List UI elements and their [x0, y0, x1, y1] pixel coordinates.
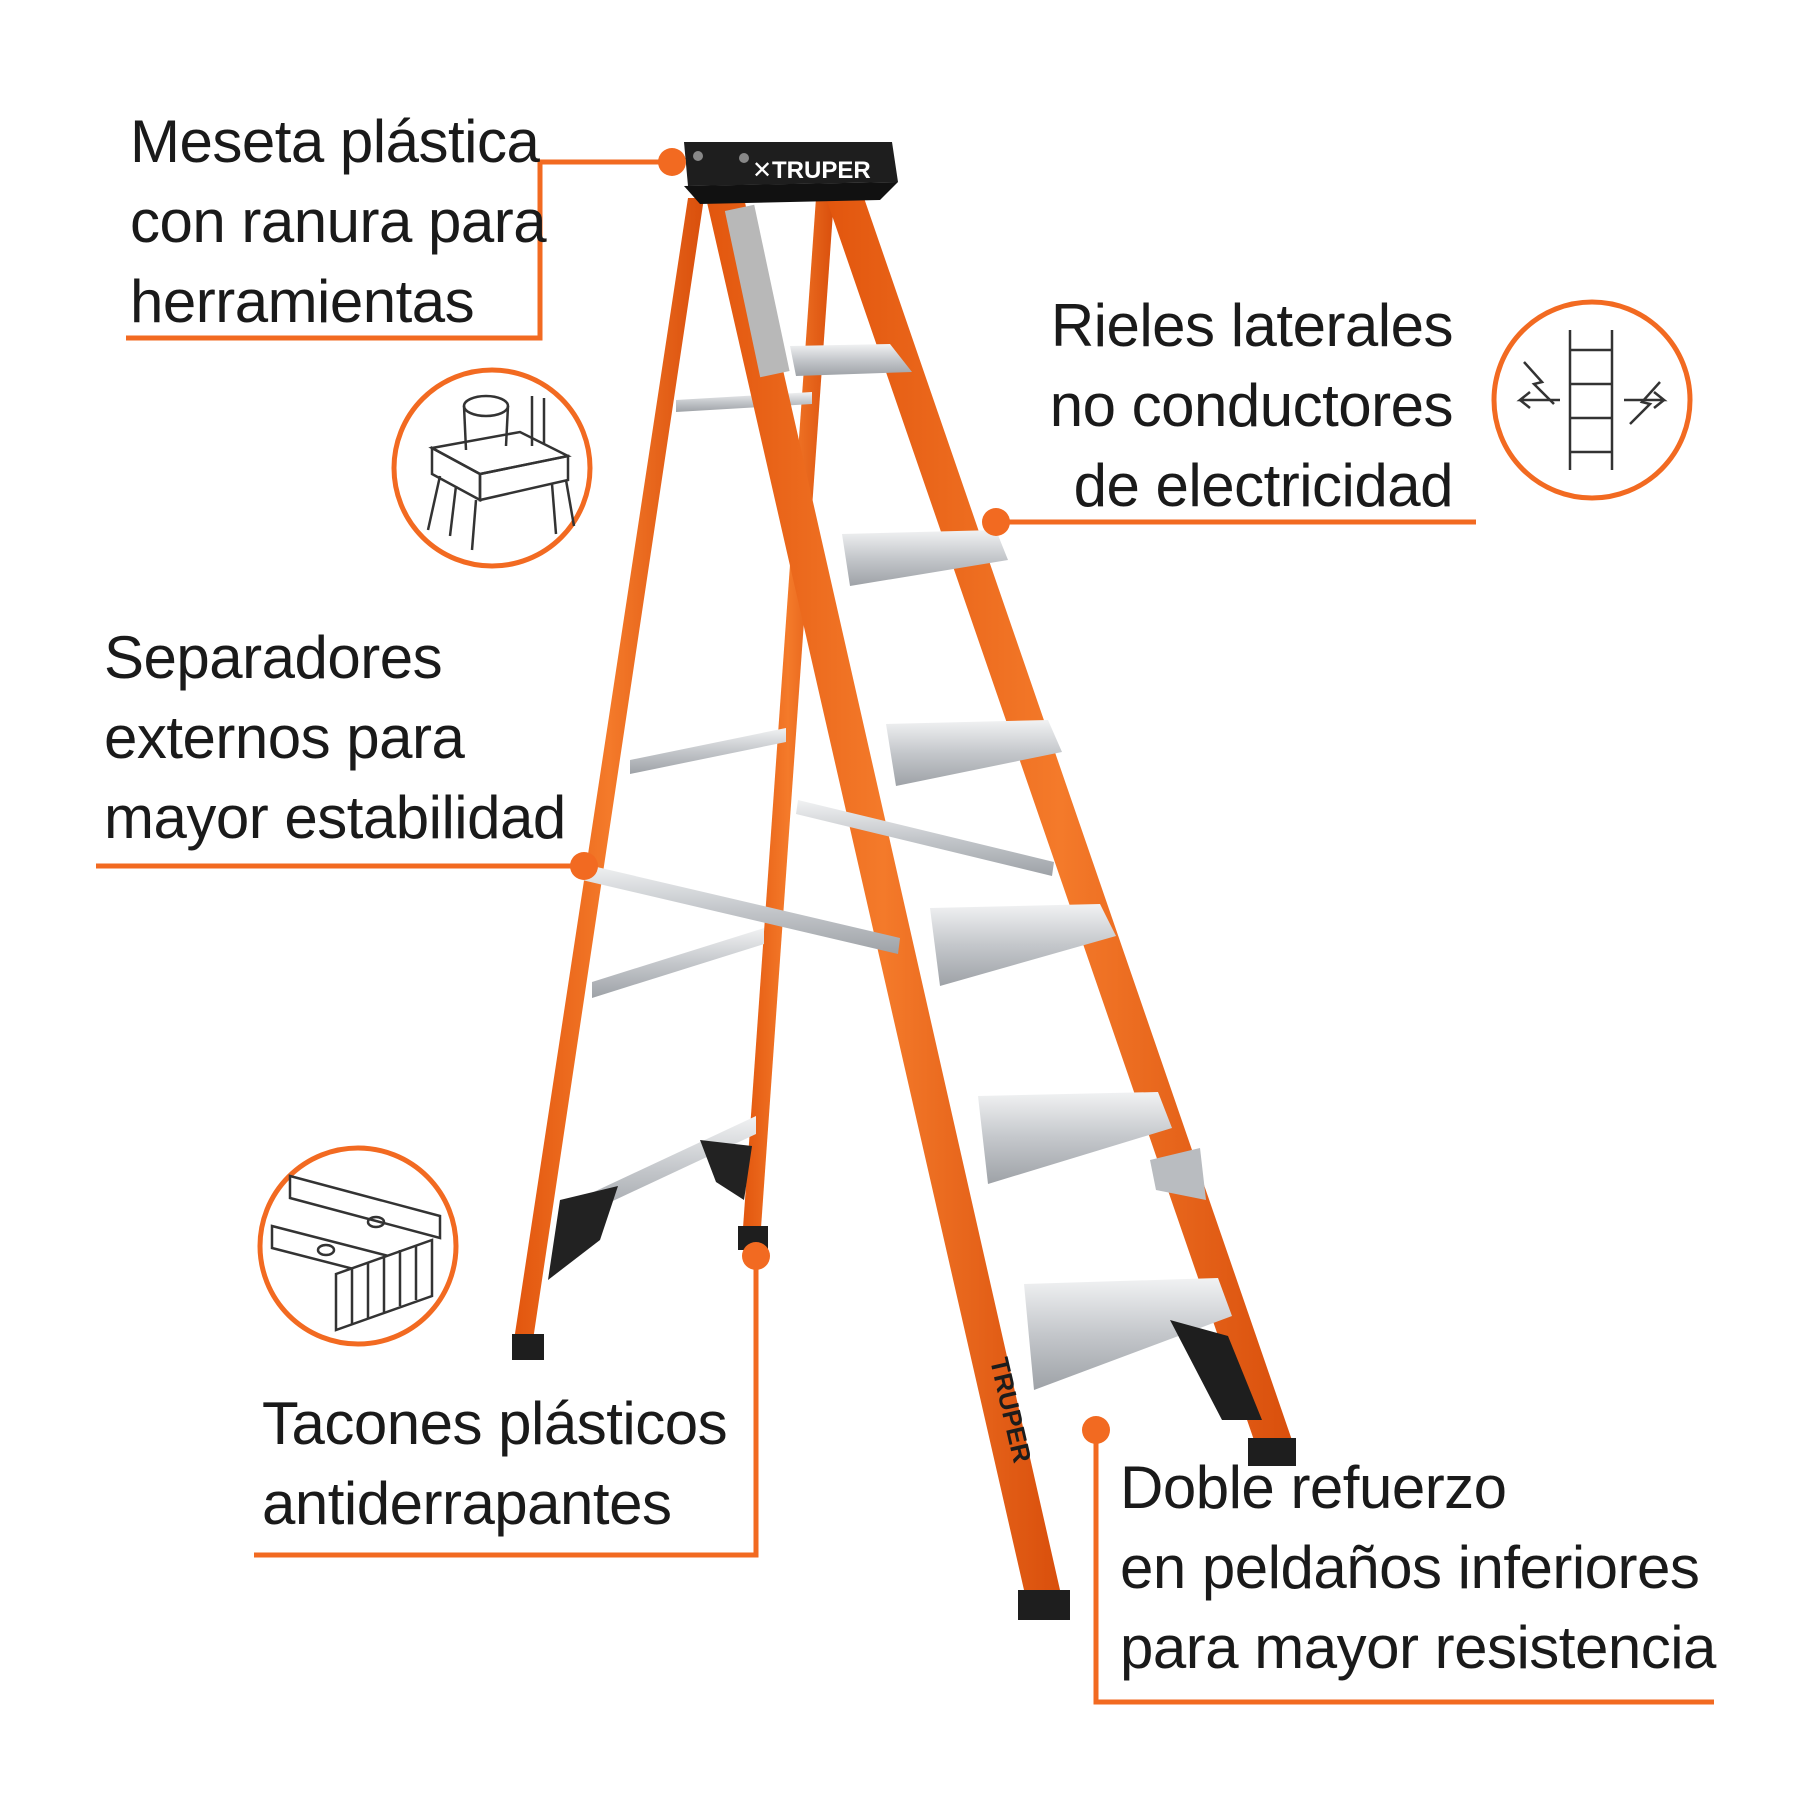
callout-line: con ranura para: [130, 188, 547, 255]
rear-gusset: [700, 1140, 752, 1200]
reinforcement-brace: [1170, 1320, 1262, 1420]
callout-line: Tacones plásticos: [262, 1390, 728, 1457]
rear-gusset: [548, 1186, 618, 1280]
reinforcement-brace: [1150, 1148, 1206, 1200]
anti-slip-foot-icon: [257, 1145, 459, 1347]
anchor-dot: [570, 852, 598, 880]
callout-reinforcement: Doble refuerzo en peldaños inferiores pa…: [1120, 1448, 1716, 1688]
anchor-dot: [742, 1242, 770, 1270]
spreader-bar: [796, 800, 1054, 876]
front-foot: [1018, 1590, 1070, 1620]
callout-line: no conductores: [1049, 372, 1454, 439]
step: [978, 1092, 1172, 1184]
ladder-rear-frame: [512, 198, 834, 1360]
callout-line: Rieles laterales: [1050, 292, 1454, 359]
rear-brace: [630, 728, 786, 774]
callout-line: Meseta plástica: [130, 108, 540, 175]
callout-line: en peldaños inferiores: [1120, 1534, 1700, 1601]
callout-line: Separadores: [104, 624, 443, 691]
leader-dots: [570, 148, 1110, 1444]
tool-tray-icon: [391, 367, 593, 569]
callout-line: externos para: [104, 704, 465, 771]
callout-line: mayor estabilidad: [104, 784, 566, 851]
callout-line: para mayor resistencia: [1120, 1614, 1716, 1681]
callout-line: antiderrapantes: [262, 1470, 672, 1537]
callout-rails: Rieles laterales no conductores de elect…: [1049, 286, 1454, 526]
front-right-rail: [826, 198, 1294, 1446]
spreader-bar: [582, 864, 900, 954]
rear-foot: [512, 1334, 544, 1360]
rail-label: [724, 204, 790, 378]
step: [842, 530, 1008, 586]
leader-lines: [96, 159, 1714, 1705]
anchor-dot: [1082, 1416, 1110, 1444]
leader-top-cap: [126, 159, 672, 341]
anchor-dot: [658, 148, 686, 176]
front-left-rail: [706, 198, 1060, 1590]
rear-right-leg: [742, 198, 834, 1242]
callout-line: herramientas: [130, 268, 475, 335]
ladder-steps: [790, 344, 1232, 1390]
leader-feet: [254, 1256, 759, 1558]
brand-logo-mark: ✕: [752, 156, 772, 184]
ladder-top-cap: TRUPER ✕: [684, 142, 898, 204]
anchor-dot: [982, 508, 1010, 536]
top-cap-brand-text: TRUPER: [772, 157, 871, 184]
non-conductive-ladder-icon: [1491, 299, 1693, 501]
step: [886, 720, 1062, 786]
callout-spreaders: Separadores externos para mayor estabili…: [104, 618, 566, 858]
front-foot: [1248, 1438, 1296, 1466]
rear-brace: [592, 928, 764, 998]
rear-left-leg: [514, 198, 704, 1340]
callout-top-cap: Meseta plástica con ranura para herramie…: [130, 102, 547, 342]
leader-reinforcement: [1093, 1436, 1714, 1705]
step: [790, 344, 912, 376]
callout-line: de electricidad: [1073, 452, 1454, 519]
step: [930, 904, 1116, 986]
step: [1024, 1278, 1232, 1390]
callout-feet: Tacones plásticos antiderrapantes: [262, 1384, 728, 1544]
callout-line: Doble refuerzo: [1120, 1454, 1507, 1521]
